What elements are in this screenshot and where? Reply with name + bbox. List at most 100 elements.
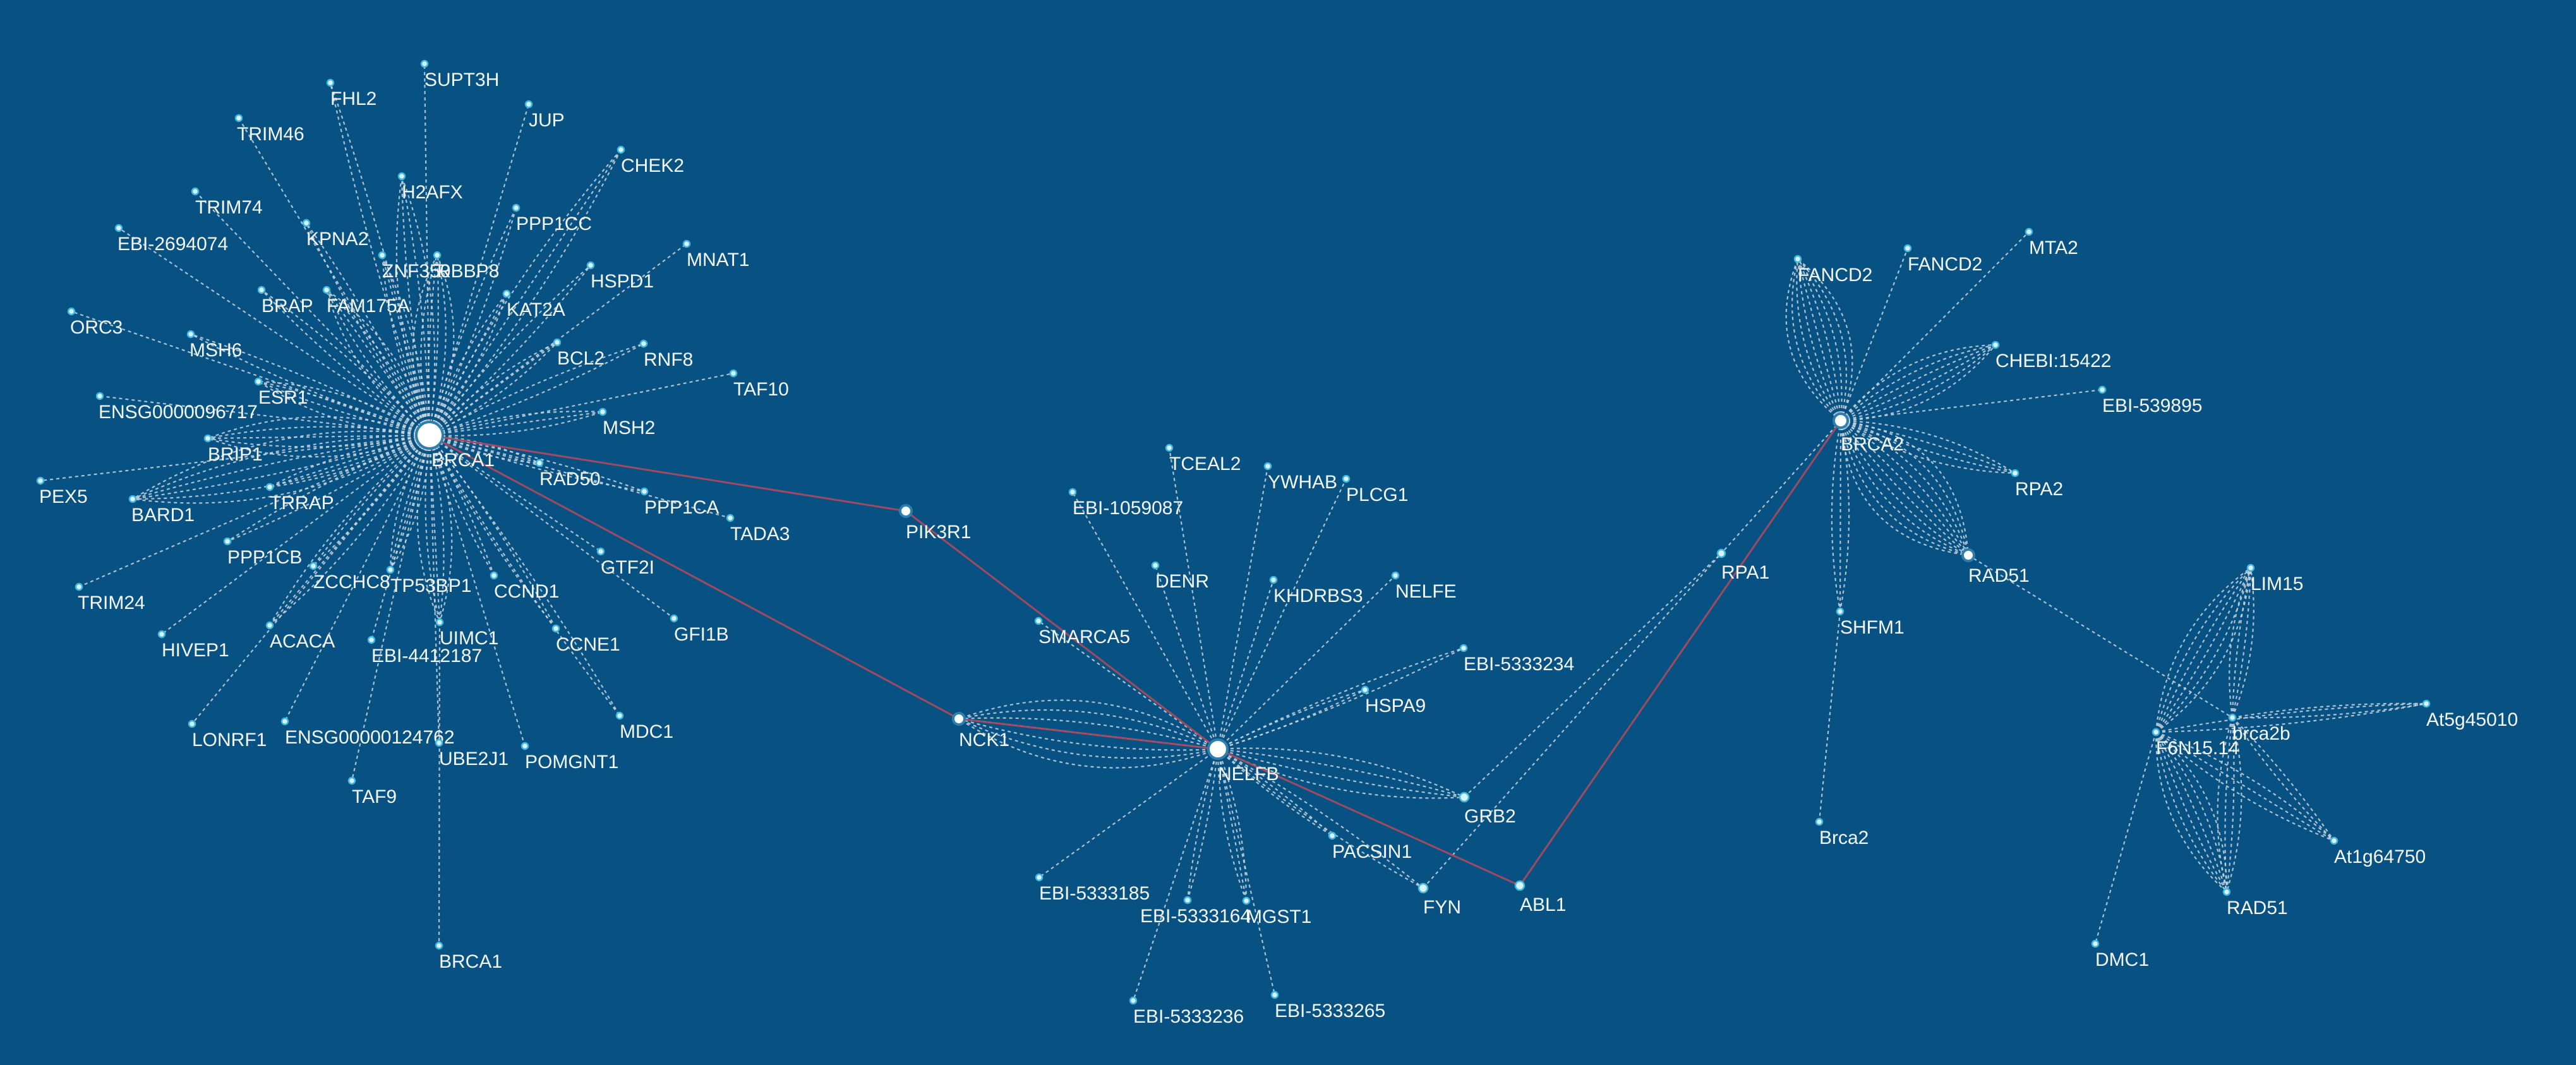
node-dot[interactable] bbox=[615, 711, 624, 720]
node-taf9[interactable]: TAF9 bbox=[347, 776, 397, 807]
node-tceal2[interactable]: TCEAL2 bbox=[1165, 443, 1241, 474]
node-nelfe[interactable]: NELFE bbox=[1391, 571, 1457, 602]
node-rpa1[interactable]: RPA1 bbox=[1716, 548, 1769, 583]
node-dot[interactable] bbox=[512, 203, 521, 212]
node-dot[interactable] bbox=[1459, 644, 1468, 653]
node-hspd1[interactable]: HSPD1 bbox=[586, 261, 654, 292]
node-dot[interactable] bbox=[1833, 412, 1849, 429]
node-ebi1059087[interactable]: EBI-1059087 bbox=[1068, 488, 1183, 519]
node-dot[interactable] bbox=[257, 286, 266, 294]
node-brip1[interactable]: BRIP1 bbox=[203, 434, 263, 465]
node-trim24[interactable]: TRIM24 bbox=[75, 582, 145, 613]
node-dot[interactable] bbox=[2222, 888, 2231, 896]
node-rad51[interactable]: RAD51 bbox=[1961, 548, 2030, 586]
node-ube2j1[interactable]: UBE2J1 bbox=[435, 738, 509, 769]
node-dot[interactable] bbox=[551, 624, 560, 633]
node-dot[interactable] bbox=[234, 114, 243, 123]
node-dot[interactable] bbox=[67, 307, 76, 316]
node-pomgnt1[interactable]: POMGNT1 bbox=[521, 742, 618, 773]
node-dot[interactable] bbox=[326, 78, 335, 87]
node-dot[interactable] bbox=[386, 565, 395, 574]
node-uimc1[interactable]: UIMC1 bbox=[435, 618, 498, 649]
node-dot[interactable] bbox=[95, 392, 104, 400]
node-at5g45010[interactable]: At5g45010 bbox=[2422, 699, 2518, 730]
node-dot[interactable] bbox=[435, 738, 443, 747]
node-khdrbs3[interactable]: KHDRBS3 bbox=[1269, 575, 1363, 606]
node-rpa2[interactable]: RPA2 bbox=[2011, 469, 2063, 500]
node-pik3r1[interactable]: PIK3R1 bbox=[899, 504, 971, 543]
node-dot[interactable] bbox=[726, 514, 735, 522]
node-dot[interactable] bbox=[670, 614, 678, 623]
node-pex5[interactable]: PEX5 bbox=[36, 476, 88, 507]
node-dot[interactable] bbox=[1263, 462, 1272, 471]
node-brca2_mouse[interactable]: Brca2 bbox=[1815, 817, 1869, 848]
node-ppp1cb[interactable]: PPP1CB bbox=[223, 537, 302, 568]
node-chek2[interactable]: CHEK2 bbox=[617, 145, 684, 176]
node-ppp1cc[interactable]: PPP1CC bbox=[512, 203, 592, 234]
node-dot[interactable] bbox=[1129, 996, 1138, 1005]
node-nelfb[interactable]: NELFB bbox=[1207, 738, 1279, 785]
node-rnf8[interactable]: RNF8 bbox=[639, 339, 693, 370]
node-hivep1[interactable]: HIVEP1 bbox=[157, 630, 229, 661]
node-dot[interactable] bbox=[1242, 896, 1251, 905]
node-dot[interactable] bbox=[157, 630, 166, 639]
node-tp53bp1[interactable]: TP53BP1 bbox=[386, 565, 471, 596]
node-dot[interactable] bbox=[114, 224, 123, 232]
node-dot[interactable] bbox=[1328, 831, 1337, 840]
node-dot[interactable] bbox=[1815, 817, 1824, 826]
node-dot[interactable] bbox=[75, 582, 83, 591]
node-shfm1[interactable]: SHFM1 bbox=[1836, 607, 1905, 638]
node-dot[interactable] bbox=[1716, 548, 1726, 558]
node-dot[interactable] bbox=[433, 251, 442, 260]
node-zcchc8[interactable]: ZCCHC8 bbox=[309, 562, 390, 593]
node-ebi2694074[interactable]: EBI-2694074 bbox=[114, 224, 228, 255]
node-dot[interactable] bbox=[640, 487, 649, 496]
node-dot[interactable] bbox=[347, 776, 356, 785]
node-dot[interactable] bbox=[2098, 385, 2107, 394]
node-denr[interactable]: DENR bbox=[1151, 561, 1209, 592]
node-mta2[interactable]: MTA2 bbox=[2025, 227, 2078, 258]
node-dot[interactable] bbox=[188, 719, 196, 728]
node-brca2[interactable]: BRCA2 bbox=[1833, 412, 1904, 455]
node-brca1[interactable]: BRCA1 bbox=[415, 421, 495, 471]
node-trim74[interactable]: TRIM74 bbox=[191, 187, 263, 218]
node-fancd2_a[interactable]: FANCD2 bbox=[1793, 255, 1872, 286]
node-dot[interactable] bbox=[1903, 244, 1912, 253]
node-dot[interactable] bbox=[302, 219, 311, 227]
node-ppp1ca[interactable]: PPP1CA bbox=[640, 487, 719, 518]
node-dot[interactable] bbox=[553, 338, 562, 347]
node-orc3[interactable]: ORC3 bbox=[67, 307, 123, 338]
node-dot[interactable] bbox=[598, 407, 607, 416]
node-chebi15422[interactable]: CHEBI:15422 bbox=[1991, 340, 2111, 371]
node-kpna2[interactable]: KPNA2 bbox=[302, 219, 368, 250]
node-brap[interactable]: BRAP bbox=[257, 286, 313, 316]
node-dot[interactable] bbox=[280, 717, 289, 726]
node-dot[interactable] bbox=[617, 145, 625, 154]
node-mgst1[interactable]: MGST1 bbox=[1242, 896, 1311, 927]
node-ensg96717[interactable]: ENSG0000096717 bbox=[95, 392, 258, 423]
node-rbbp8[interactable]: RBBP8 bbox=[433, 251, 499, 282]
node-dot[interactable] bbox=[1361, 685, 1369, 694]
node-fam175a[interactable]: FAM175A bbox=[322, 286, 410, 316]
node-dmc1[interactable]: DMC1 bbox=[2091, 939, 2149, 970]
node-kat2a[interactable]: KAT2A bbox=[502, 289, 565, 320]
node-dot[interactable] bbox=[535, 459, 544, 467]
node-plcg1[interactable]: PLCG1 bbox=[1342, 474, 1408, 505]
node-fancd2_b[interactable]: FANCD2 bbox=[1903, 244, 1982, 275]
node-dot[interactable] bbox=[521, 742, 529, 750]
node-mdc1[interactable]: MDC1 bbox=[615, 711, 673, 742]
node-pacsin1[interactable]: PACSIN1 bbox=[1328, 831, 1412, 862]
node-dot[interactable] bbox=[367, 635, 376, 644]
node-f6n15[interactable]: F6N15.14 bbox=[2152, 728, 2239, 759]
node-ebi5333164[interactable]: EBI-5333164 bbox=[1140, 896, 1251, 927]
node-dot[interactable] bbox=[265, 621, 274, 630]
node-dot[interactable] bbox=[2011, 469, 2019, 478]
node-brca1_mouse[interactable]: BRCA1 bbox=[435, 941, 502, 972]
node-dot[interactable] bbox=[1514, 880, 1526, 891]
node-dot[interactable] bbox=[729, 369, 738, 378]
node-ebi4412187[interactable]: EBI-4412187 bbox=[367, 635, 482, 666]
node-dot[interactable] bbox=[490, 571, 498, 580]
node-dot[interactable] bbox=[223, 537, 232, 546]
node-dot[interactable] bbox=[254, 377, 263, 386]
node-dot[interactable] bbox=[1269, 575, 1278, 584]
